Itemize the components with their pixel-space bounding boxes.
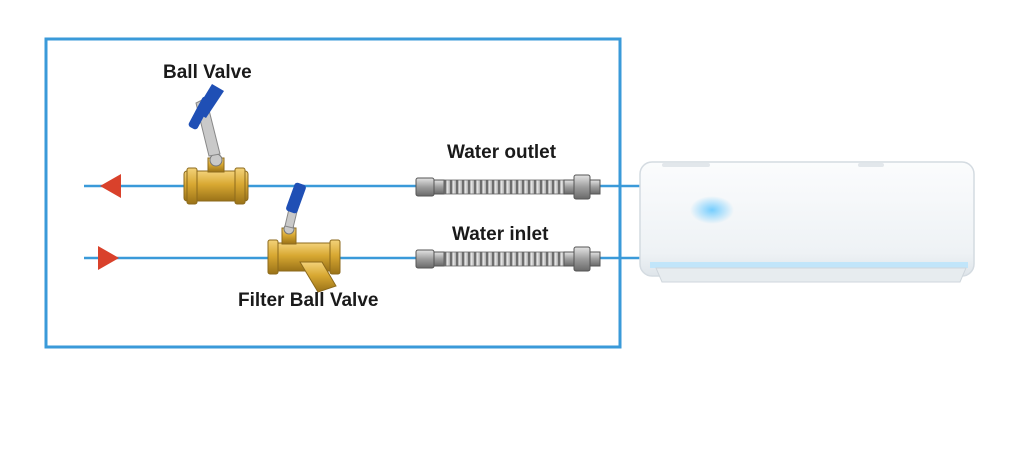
ball-valve-icon: [183, 84, 249, 205]
system-frame: [44, 37, 622, 349]
air-conditioner-icon: [639, 161, 975, 283]
water-outlet-label: Water outlet: [447, 142, 557, 163]
water-inlet-label: Water inlet: [452, 224, 549, 245]
arrow-left-icon: [100, 174, 121, 198]
filter-ball-valve-icon: [267, 182, 341, 293]
ball-valve-label: Ball Valve: [163, 62, 252, 83]
outlet-hose-icon: [415, 174, 601, 200]
inlet-hose-icon: [415, 246, 601, 272]
arrow-right-icon: [98, 246, 119, 270]
filter-ball-valve-label: Filter Ball Valve: [238, 290, 379, 311]
